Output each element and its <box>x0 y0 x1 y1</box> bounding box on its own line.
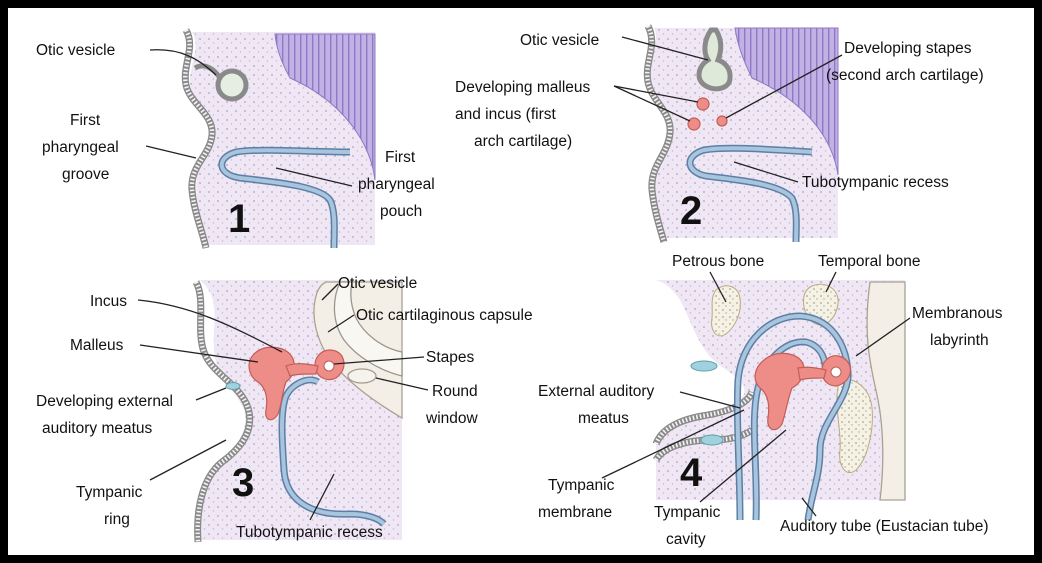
p4-cavity-label-1: Tympanic <box>654 504 721 521</box>
p4-ring-shape <box>691 361 717 371</box>
p3-otic-vesicle-label: Otic vesicle <box>338 275 417 292</box>
p4-petrous-label: Petrous bone <box>672 253 764 270</box>
p1-groove-leader <box>146 146 196 158</box>
p4-ext-meatus-label-1: External auditory <box>538 383 655 400</box>
p4-membrane-label-2: membrane <box>538 504 612 521</box>
p1-groove-label-3: groove <box>62 166 109 183</box>
p4-labyrinth-label-1: Membranous <box>912 305 1003 322</box>
p4-ext-meatus-label-2: meatus <box>578 410 629 427</box>
p1-otic-vesicle-label: Otic vesicle <box>36 42 115 59</box>
p3-ext-meatus-label-1: Developing external <box>36 393 173 410</box>
p3-recess-label: Tubotympanic recess <box>236 524 383 541</box>
panel-1-number: 1 <box>228 197 250 241</box>
panel-3-number: 3 <box>232 461 254 505</box>
p4-ring-shape-2 <box>701 435 723 445</box>
p3-capsule-label: Otic cartilaginous capsule <box>356 307 533 324</box>
p3-ext-meatus-label-2: auditory meatus <box>42 420 153 437</box>
panel-4: 4 Petrous bone Temporal bone Membranous … <box>538 253 1003 548</box>
p4-cavity-label-2: cavity <box>666 531 706 548</box>
p4-membrane-label-1: Tympanic <box>548 477 615 494</box>
p3-round-window-label-2: window <box>425 410 478 427</box>
p1-groove-label-1: First <box>70 112 101 129</box>
p2-stapes-label-2: (second arch cartilage) <box>826 67 984 84</box>
p4-labyrinth-label-2: labyrinth <box>930 332 989 349</box>
p4-tube-label: Auditory tube (Eustacian tube) <box>780 518 989 535</box>
panel-4-number: 4 <box>680 451 703 495</box>
p3-malleus-label: Malleus <box>70 337 124 354</box>
p3-ring-label-1: Tympanic <box>76 484 143 501</box>
p3-ext-meatus-leader <box>196 388 226 400</box>
p2-malleus-label-2: and incus (first <box>455 106 556 123</box>
p2-malleus-label-1: Developing malleus <box>455 79 591 96</box>
p3-ring-label-2: ring <box>104 511 130 528</box>
p4-temporal-label: Temporal bone <box>818 253 921 270</box>
p3-round-window <box>348 369 376 383</box>
p3-tympanic-ring-shape <box>226 383 240 390</box>
p3-incus-label: Incus <box>90 293 127 310</box>
p2-otic-vesicle-label: Otic vesicle <box>520 32 599 49</box>
panel-2-number: 2 <box>680 189 702 233</box>
p1-pouch-label-1: First <box>385 149 416 166</box>
p3-stapes-label: Stapes <box>426 349 475 366</box>
p2-recess-label: Tubotympanic recess <box>802 174 949 191</box>
panel-1: 1 Otic vesicle First pharyngeal groove F… <box>36 30 435 248</box>
panel-2: 2 Otic vesicle Developing stapes (second… <box>455 26 984 242</box>
p2-stapes-label-1: Developing stapes <box>844 40 972 57</box>
p1-groove-label-2: pharyngeal <box>42 139 119 156</box>
p1-pouch-label-2: pharyngeal <box>358 176 435 193</box>
p3-round-window-label-1: Round <box>432 383 478 400</box>
p1-pouch-label-3: pouch <box>380 203 422 220</box>
p2-malleus-label-3: arch cartilage) <box>474 133 572 150</box>
panel-3: 3 Otic vesicle Otic cartilaginous capsul… <box>36 275 533 542</box>
p4-ext-meatus-leader <box>680 392 740 408</box>
